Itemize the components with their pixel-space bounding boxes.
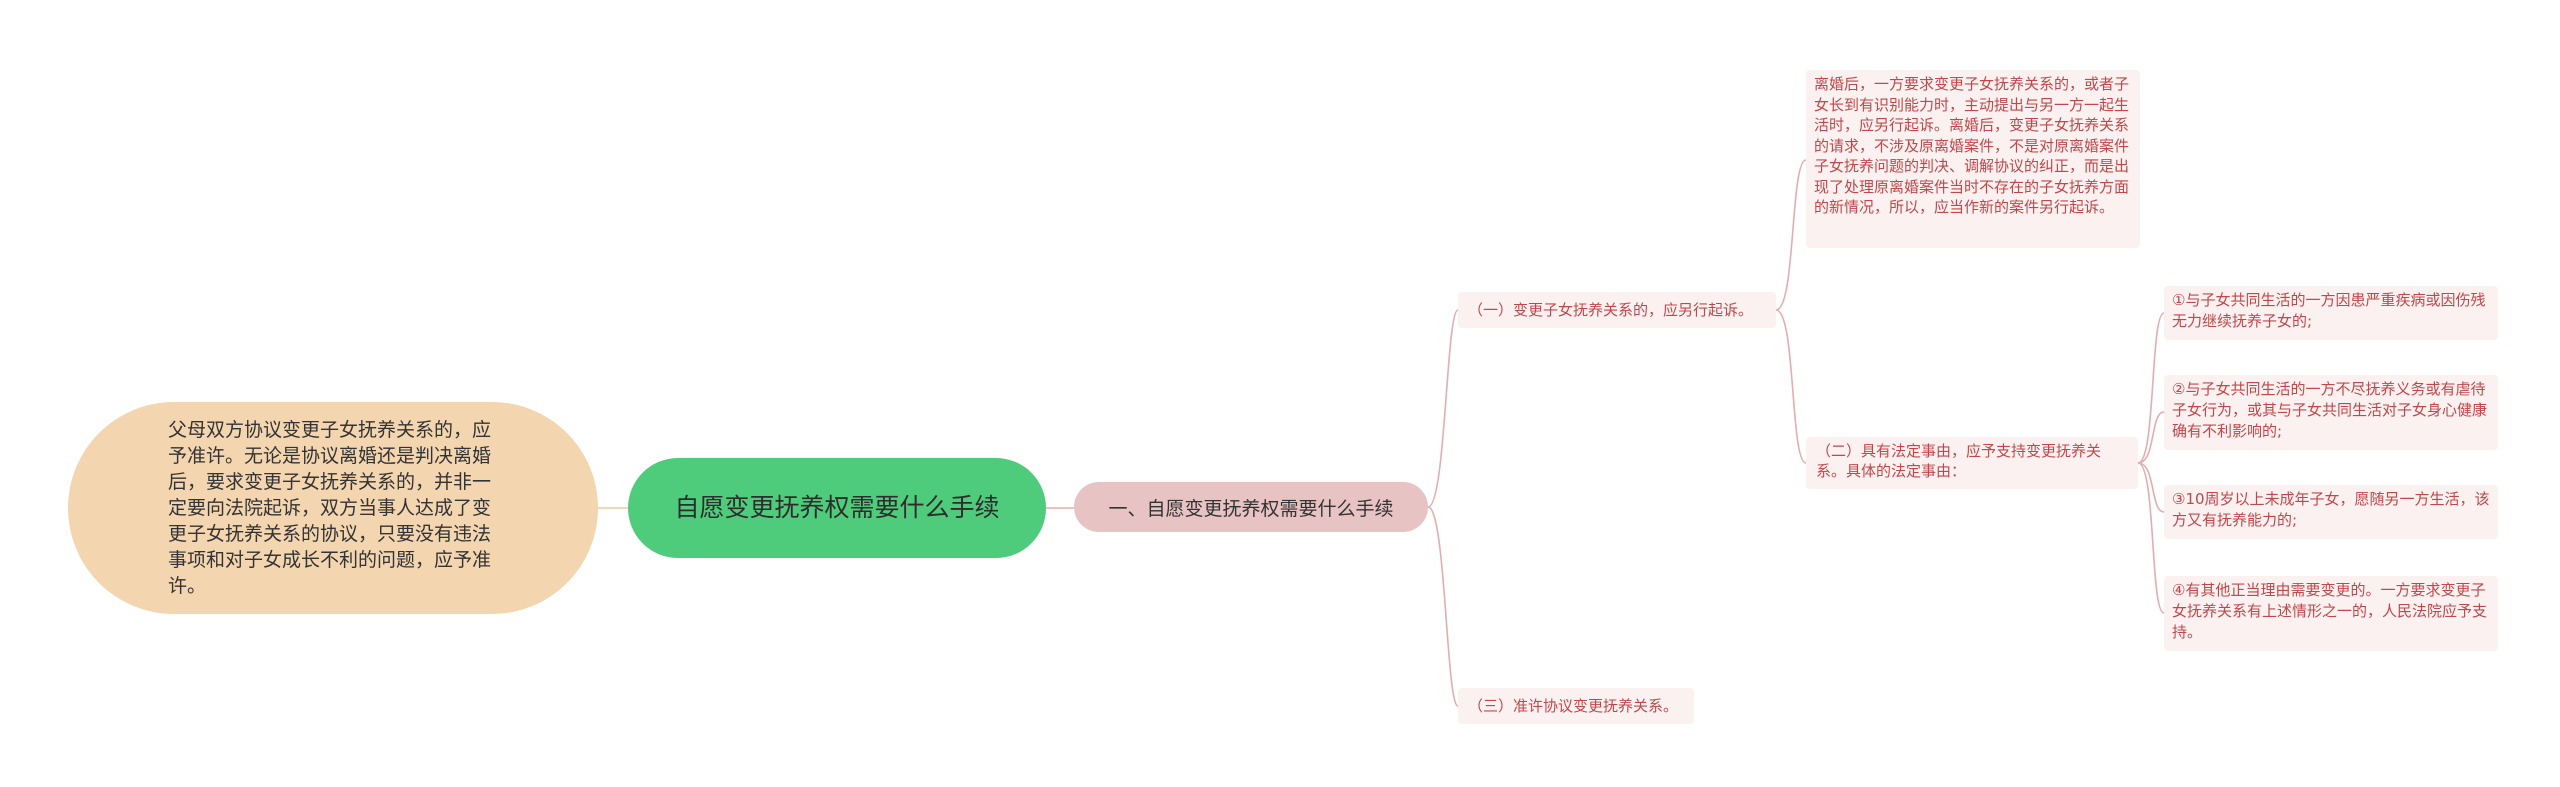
item-text-2: ②与子女共同生活的一方不尽抚养义务或有虐待子女行为，或其与子女共同生活对子女身心… (2172, 380, 2488, 440)
connector-sub2-item2 (2137, 411, 2165, 464)
connector-sub1-sub2 (1775, 309, 1807, 464)
item-node-1[interactable]: ①与子女共同生活的一方因患严重疾病或因伤残无力继续抚养子女的; (2164, 286, 2498, 340)
connector-level1-sub1 (1427, 309, 1459, 508)
connector-sub2-item1 (2137, 312, 2165, 464)
root-label: 自愿变更抚养权需要什么手续 (674, 493, 1000, 522)
connector-level1-sub3 (1427, 506, 1459, 707)
detail-node[interactable]: 离婚后，一方要求变更子女抚养关系的，或者子女长到有识别能力时，主动提出与另一方一… (1806, 70, 2140, 248)
connector-sub1-detail (1775, 159, 1807, 311)
connector-sub2-item3 (2137, 462, 2165, 513)
sub-label-1: （一）变更子女抚养关系的，应另行起诉。 (1468, 301, 1754, 319)
level1-label: 一、自愿变更抚养权需要什么手续 (1108, 497, 1394, 520)
item-node-3[interactable]: ③10周岁以上未成年子女，愿随另一方生活，该方又有抚养能力的; (2164, 485, 2498, 539)
item-text-3: ③10周岁以上未成年子女，愿随另一方生活，该方又有抚养能力的; (2172, 490, 2490, 529)
level1-node[interactable]: 一、自愿变更抚养权需要什么手续 (1074, 482, 1428, 532)
sub-node-2[interactable]: （二）具有法定事由，应予支持变更抚养关系。具体的法定事由： (1806, 437, 2138, 489)
sub-node-1[interactable]: （一）变更子女抚养关系的，应另行起诉。 (1458, 292, 1776, 328)
item-node-2[interactable]: ②与子女共同生活的一方不尽抚养义务或有虐待子女行为，或其与子女共同生活对子女身心… (2164, 375, 2498, 450)
connector-sub2-item4 (2137, 462, 2165, 614)
item-text-1: ①与子女共同生活的一方因患严重疾病或因伤残无力继续抚养子女的; (2172, 291, 2486, 330)
left-note-text: 父母双方协议变更子女抚养关系的，应予准许。无论是协议离婚还是判决离婚后，要求变更… (168, 419, 492, 597)
item-node-4[interactable]: ④有其他正当理由需要变更的。一方要求变更子女抚养关系有上述情形之一的，人民法院应… (2164, 576, 2498, 651)
detail-text: 离婚后，一方要求变更子女抚养关系的，或者子女长到有识别能力时，主动提出与另一方一… (1814, 75, 2130, 216)
sub-label-2: （二）具有法定事由，应予支持变更抚养关系。具体的法定事由： (1816, 442, 2102, 480)
root-node[interactable]: 自愿变更抚养权需要什么手续 (628, 458, 1046, 558)
sub-node-3[interactable]: （三）准许协议变更抚养关系。 (1458, 688, 1694, 724)
item-text-4: ④有其他正当理由需要变更的。一方要求变更子女抚养关系有上述情形之一的，人民法院应… (2172, 581, 2488, 641)
left-note-node[interactable]: 父母双方协议变更子女抚养关系的，应予准许。无论是协议离婚还是判决离婚后，要求变更… (68, 402, 598, 614)
sub-label-3: （三）准许协议变更抚养关系。 (1468, 697, 1679, 715)
